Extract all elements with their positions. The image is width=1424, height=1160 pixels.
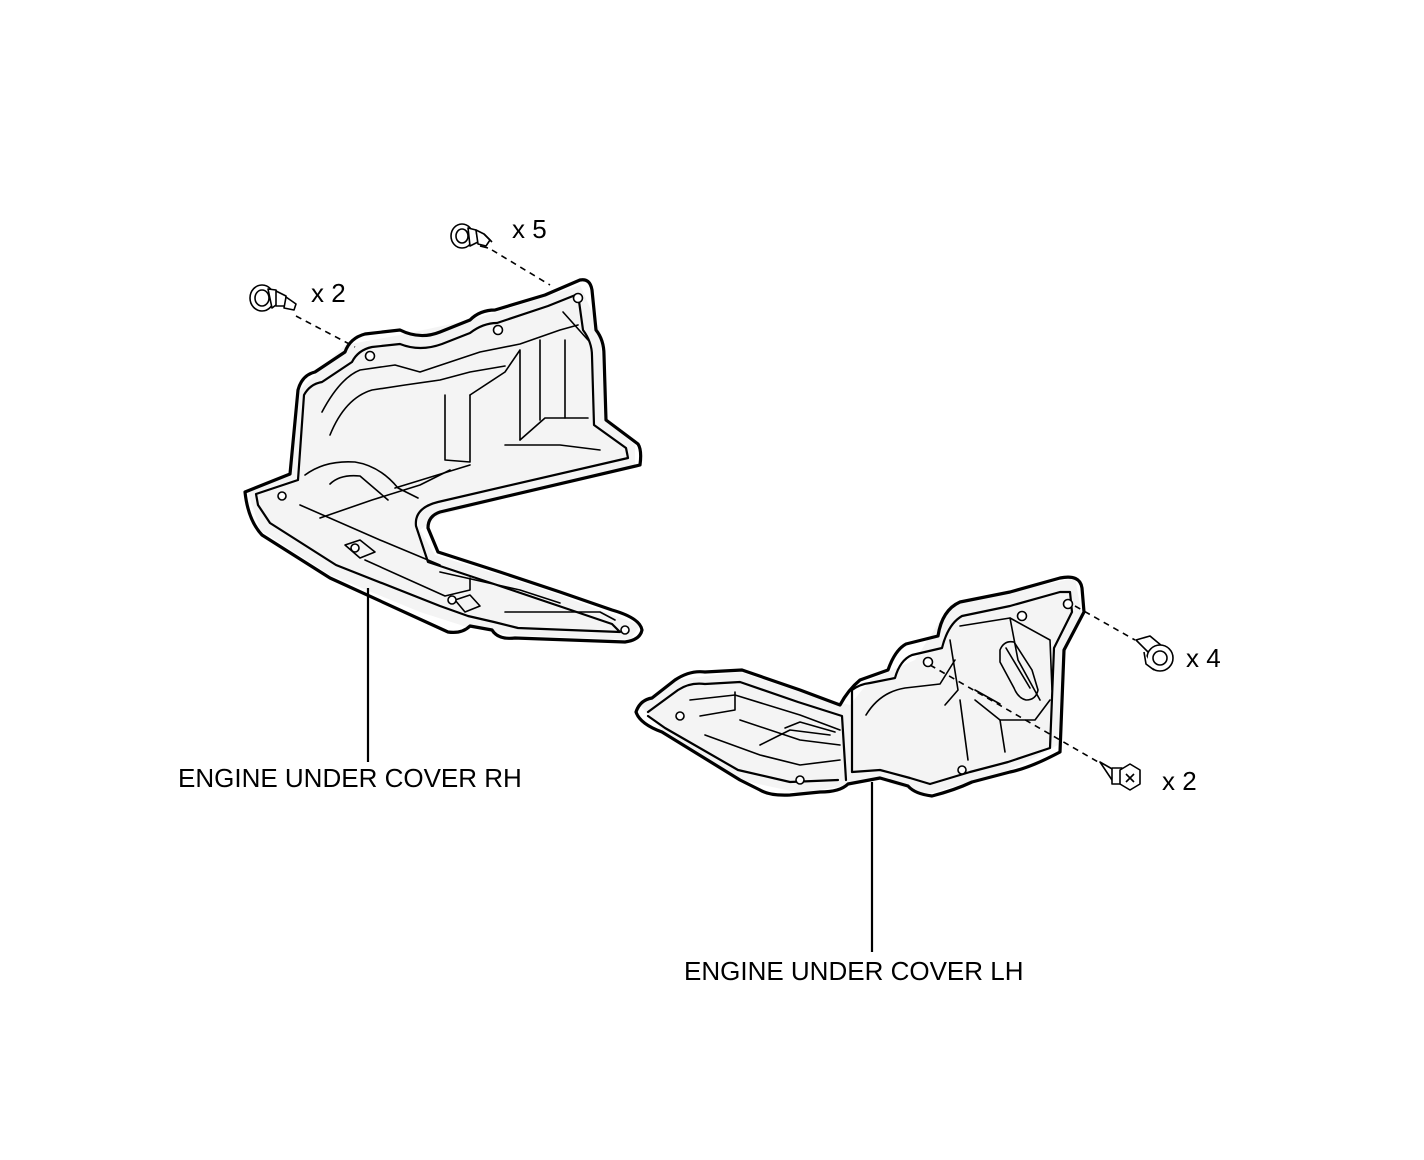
rh-clip-dashed-line <box>491 249 551 286</box>
lh-screw-dashed-line <box>929 664 1113 771</box>
rh-clip-icon <box>450 223 493 249</box>
engine-under-cover-lh <box>634 575 1086 798</box>
rh-bolt-quantity: x 2 <box>311 278 346 308</box>
engine-under-cover-rh-label: ENGINE UNDER COVER RH <box>178 763 522 793</box>
lh-clip-icon <box>1135 635 1174 672</box>
rh-bolt-icon <box>249 284 297 312</box>
engine-under-cover-rh <box>243 278 644 644</box>
engine-under-cover-lh-label: ENGINE UNDER COVER LH <box>684 956 1024 986</box>
rh-clip-quantity: x 5 <box>512 214 547 244</box>
lh-clip-quantity: x 4 <box>1186 643 1221 673</box>
lh-clip-dashed-line <box>1074 605 1136 641</box>
lh-screw-quantity: x 2 <box>1162 766 1197 796</box>
rh-bolt-dashed-line <box>295 315 356 348</box>
lh-screw-icon <box>1099 761 1141 791</box>
